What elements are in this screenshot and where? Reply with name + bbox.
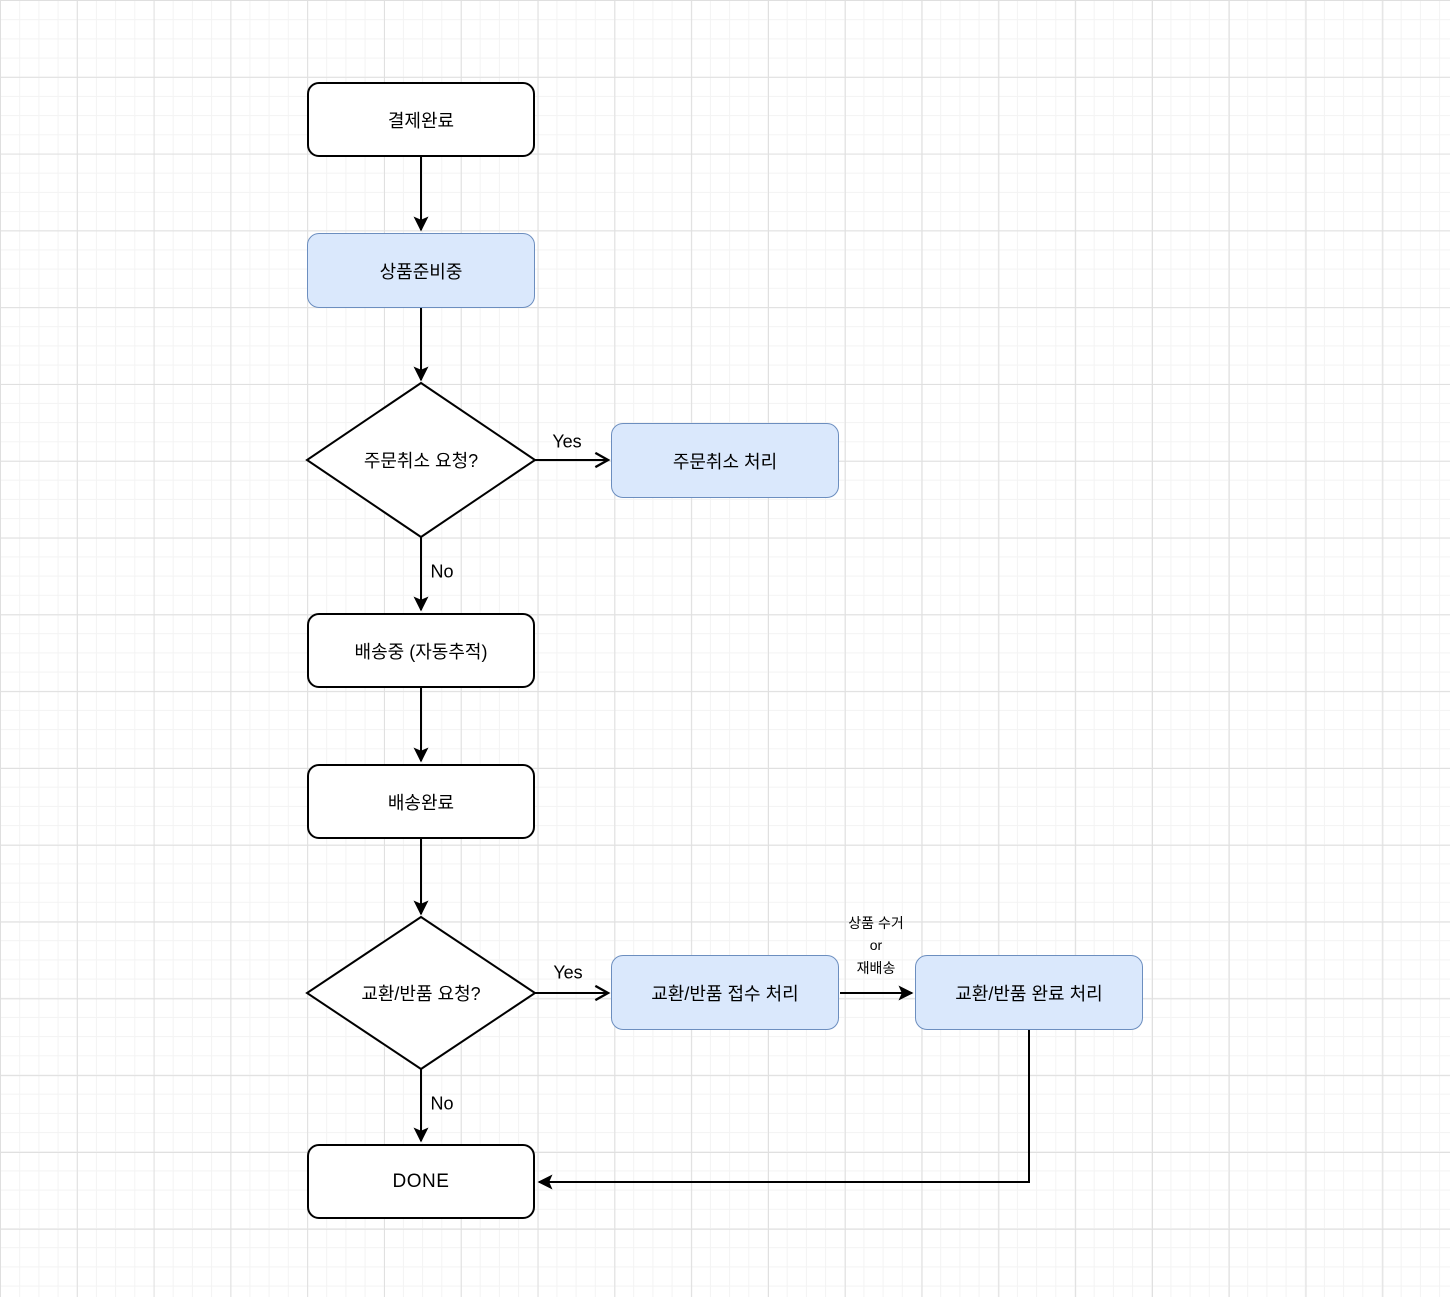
label-pickup-line2: or xyxy=(869,937,883,954)
label-exchange-no: No xyxy=(430,1093,454,1114)
node-done: DONE xyxy=(307,1144,535,1219)
node-preparing-product: 상품준비중 xyxy=(307,233,535,308)
node-label: 교환/반품 접수 처리 xyxy=(651,983,799,1004)
node-label: 배송중 (자동추적) xyxy=(354,641,488,662)
node-shipping: 배송중 (자동추적) xyxy=(307,613,535,688)
label-pickup-line1: 상품 수거 xyxy=(848,915,904,931)
label-exchange-yes: Yes xyxy=(553,962,583,983)
node-cancel-processing: 주문취소 처리 xyxy=(611,423,839,498)
node-label: 상품준비중 xyxy=(379,261,463,282)
node-label: DONE xyxy=(392,1170,450,1192)
node-label: 배송완료 xyxy=(387,792,455,813)
node-label: 교환/반품 요청? xyxy=(361,984,481,1004)
decision-order-cancel-label: 주문취소 요청? xyxy=(307,383,535,537)
node-label: 결제완료 xyxy=(387,110,455,131)
node-label: 교환/반품 완료 처리 xyxy=(955,983,1103,1004)
edge-completed-to-done xyxy=(537,1030,1030,1190)
node-exchange-received: 교환/반품 접수 처리 xyxy=(611,955,839,1030)
label-pickup-line3: 재배송 xyxy=(856,959,896,976)
label-cancel-no: No xyxy=(430,561,454,582)
decision-exchange-return-label: 교환/반품 요청? xyxy=(307,917,535,1069)
node-payment-complete: 결제완료 xyxy=(307,82,535,157)
node-exchange-completed: 교환/반품 완료 처리 xyxy=(915,955,1143,1030)
label-pickup-or-redelivery: 상품 수거 or 재배송 xyxy=(848,912,903,979)
node-delivered: 배송완료 xyxy=(307,764,535,839)
label-cancel-yes: Yes xyxy=(552,431,582,452)
node-label: 주문취소 처리 xyxy=(672,451,778,472)
node-label: 주문취소 요청? xyxy=(363,451,479,471)
